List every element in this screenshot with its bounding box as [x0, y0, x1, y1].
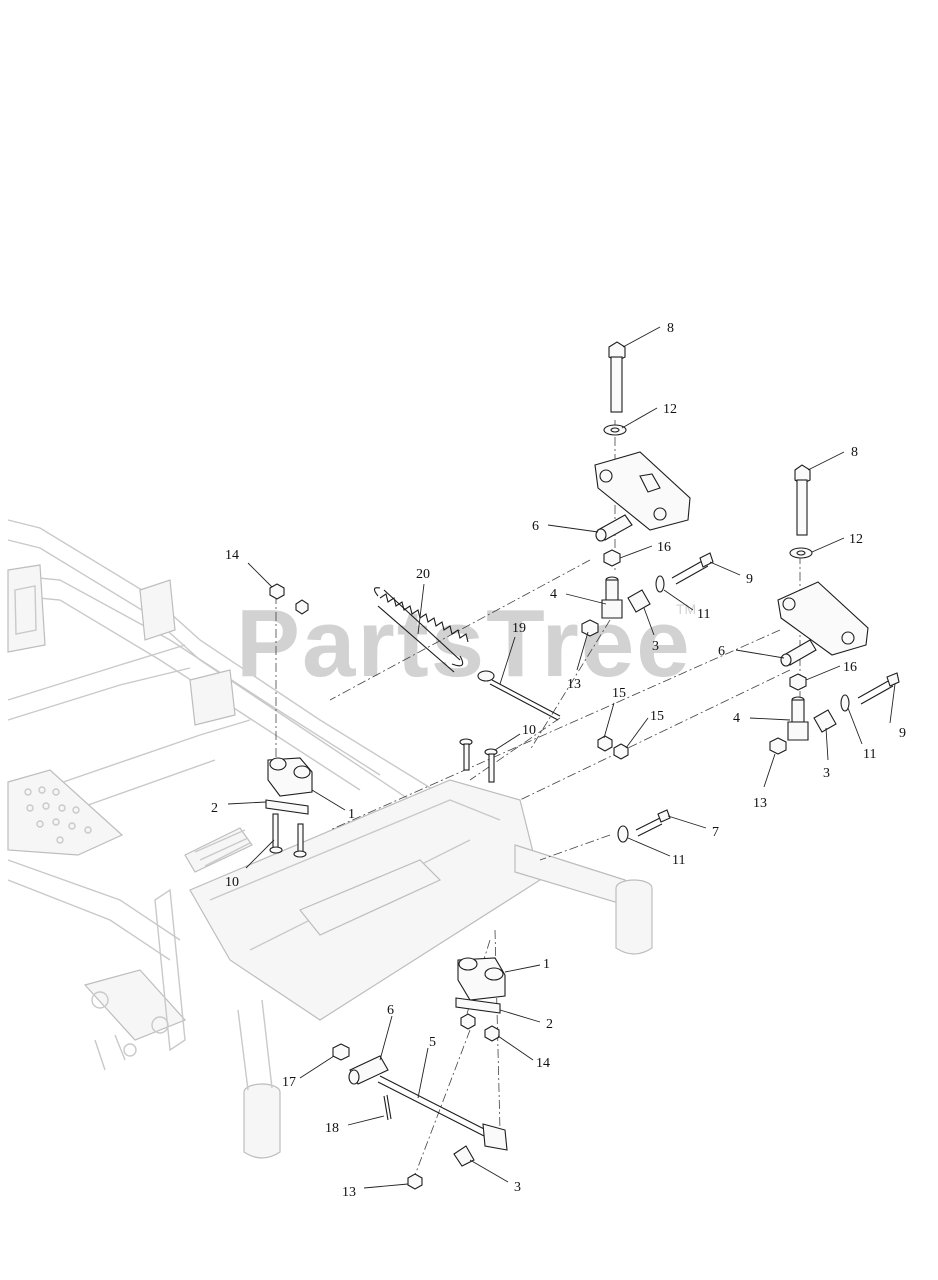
callout-18: 18	[325, 1121, 339, 1136]
watermark-trademark: TM	[676, 601, 696, 617]
callout-14: 14	[536, 1056, 550, 1071]
leader-lines	[227, 326, 896, 1189]
callout-2: 2	[546, 1017, 553, 1032]
callout-6: 6	[532, 519, 539, 534]
linkage-assembly-b	[769, 464, 900, 755]
callout-1: 1	[543, 957, 550, 972]
callout-10: 10	[225, 875, 239, 890]
callout-3: 3	[823, 766, 830, 781]
callout-19: 19	[512, 621, 526, 636]
callout-15: 15	[650, 709, 664, 724]
callout-16: 16	[843, 660, 857, 675]
callout-6: 6	[387, 1003, 394, 1018]
callout-13: 13	[567, 677, 581, 692]
callout-10: 10	[522, 723, 536, 738]
callout-4: 4	[733, 711, 740, 726]
center-parts	[265, 583, 671, 858]
callout-11: 11	[672, 853, 685, 868]
callout-16: 16	[657, 540, 671, 555]
pedal-holes	[24, 786, 92, 844]
callout-12: 12	[663, 402, 677, 417]
linkage-assembly-a	[581, 341, 714, 637]
callout-8: 8	[851, 445, 858, 460]
callout-3: 3	[514, 1180, 521, 1195]
callout-6: 6	[718, 644, 725, 659]
callout-17: 17	[282, 1075, 296, 1090]
callout-20: 20	[416, 567, 430, 582]
callout-1: 1	[348, 807, 355, 822]
callout-8: 8	[667, 321, 674, 336]
callout-9: 9	[746, 572, 753, 587]
callout-14: 14	[225, 548, 239, 563]
alignment-lines	[275, 420, 801, 1176]
callout-5: 5	[429, 1035, 436, 1050]
callout-15: 15	[612, 686, 626, 701]
callout-12: 12	[849, 532, 863, 547]
callout-4: 4	[550, 587, 557, 602]
lower-assembly	[332, 957, 508, 1190]
callout-2: 2	[211, 801, 218, 816]
callout-7: 7	[712, 825, 719, 840]
callout-11: 11	[697, 607, 710, 622]
callout-labels: 8 12 6 16 9 4 11 3 13 8 12 6 16 9 4 11 3…	[211, 321, 906, 1200]
mower-frame	[7, 519, 653, 1159]
callout-11: 11	[863, 747, 876, 762]
callout-13: 13	[342, 1185, 356, 1200]
callout-9: 9	[899, 726, 906, 741]
callout-3: 3	[652, 639, 659, 654]
callout-13: 13	[753, 796, 767, 811]
